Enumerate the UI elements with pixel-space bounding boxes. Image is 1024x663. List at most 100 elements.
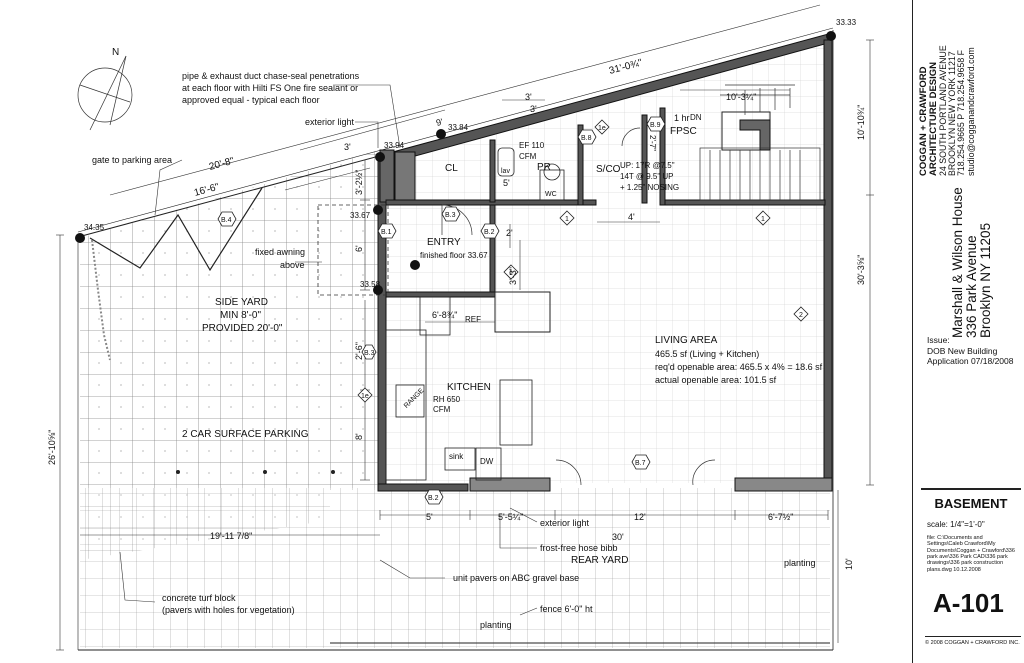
building-walls [377,32,833,492]
north-label: N [112,47,119,58]
dim-30: 30' [612,532,624,542]
dim-5-pr: 5' [503,178,510,188]
entry-label: ENTRY [427,237,461,248]
turf-note-2: (pavers with holes for vegetation) [162,605,295,615]
tag-b1: B.1 [381,229,392,236]
dim-12: 12' [634,512,646,522]
dim-6-8: 6'-8¾" [432,310,457,320]
dim-3-2: 3'-2½" [354,170,364,195]
dim-3-3: 3'-3" [508,267,518,285]
bath-fixtures [497,147,565,201]
file-path: C:\Documents and Settings\Caleb Crawford… [927,535,1015,573]
turf-note-1: concrete turf block [162,593,236,603]
leader-lines [119,84,538,616]
tag-b2: B.2 [484,229,495,236]
pipe-note-line-1: pipe & exhaust duct chase-seal penetrati… [182,71,360,81]
elevation-33-33: 33.33 [836,18,857,27]
pipe-note-line-3: approved equal - typical each floor [182,95,320,105]
finished-floor-label: finished floor 33.67 [420,251,488,260]
issue-label: Issue: [927,335,950,345]
kitchen-label: KITCHEN [447,382,491,393]
stair-down-label: DN [690,113,702,122]
side-yard-min: MIN 8'-0" [220,310,261,321]
dim-2-6: 2'-6" [354,342,364,360]
doors [441,127,716,486]
pavers-note: unit pavers on ABC gravel base [453,573,579,583]
sheet-number: A-101 [933,588,1004,618]
sink-label: sink [449,452,464,461]
actual-openable-area: actual openable area: 101.5 sf [655,375,777,385]
dim-8: 8' [354,433,364,440]
project-city: Brooklyn NY 11205 [978,222,994,338]
section-tags [217,116,666,505]
dim-3-top: 3' [525,92,532,102]
tag-b4: B.4 [221,217,232,224]
dim-20-8: 20'-8" [208,156,236,173]
issue-info: Issue: DOB New Building Application 07/1… [927,335,1014,367]
refrigerator-label: REF [465,315,481,324]
tag-1-b: 1 [761,216,765,223]
parking-label: 2 CAR SURFACE PARKING [182,429,309,440]
file-info: file: C:\Documents and Settings\Caleb Cr… [927,535,1017,573]
project-street: 336 Park Avenue [964,235,980,338]
copyright: © 2008 COGGAN + CRAWFORD INC. [925,636,1021,646]
scale-label: scale: [927,520,948,529]
dim-6-entry: 6' [354,245,364,252]
living-area-label: LIVING AREA [655,335,718,346]
range-hood-note-1: RH 650 [433,395,461,404]
dim-5-rear: 5' [426,512,433,522]
scale-value: 1/4"=1'-0" [950,520,985,529]
tag-b7: B.7 [635,460,646,467]
exterior-light-note: exterior light [305,117,355,127]
exterior-light-note-2: exterior light [540,518,590,528]
north-arrow [77,55,133,131]
project-name: Marshall & Wilson House 336 Park Avenue … [950,187,994,338]
tag-1e-a: 1e [361,393,369,400]
issue-line-1: DOB New Building [927,345,998,356]
gate-to-parking [89,187,263,272]
sheet-name: BASEMENT [921,488,1021,511]
title-block: COGGAN + CRAWFORD ARCHITECTURE DESIGN 24… [912,0,1024,663]
pipe-note-line-2: at each floor with Hilti FS One fire sea… [182,83,358,93]
elevation-33-84: 33.84 [448,123,469,132]
stair-note-2: 14T @ 9.5" UP [620,172,674,181]
tag-b2-rear: B.2 [428,495,439,502]
tag-b3: B.3 [445,212,456,219]
tag-1e-b: 1e [598,125,606,132]
stair [699,84,821,201]
dim-30-3: 30'-3⅝" [856,255,866,285]
required-openable-area: req'd openable area: 465.5 x 4% = 18.6 s… [655,362,823,372]
powder-room-label: PR [537,162,551,173]
dim-6-7: 6'-7½" [768,512,793,522]
gate-hatch [91,239,111,361]
fpsc-rating: 1 hr [674,113,690,123]
firm-name: COGGAN + CRAWFORD ARCHITECTURE DESIGN [918,62,939,176]
planting-label-1: planting [784,558,816,568]
tag-1-c: 1 [509,270,513,277]
closet-label: CL [445,163,458,174]
elevation-33-67: 33.67 [350,211,371,220]
gate-note: gate to parking area [92,155,172,165]
elevation-33-58: 33.58 [360,280,381,289]
awning-note-2: above [280,260,305,270]
range-hood-note-2: CFM [433,405,451,414]
kitchen-fixtures [385,296,533,481]
dimension-lines [56,4,874,651]
diamond-tags [357,119,809,403]
fixed-awning-outline [317,204,389,296]
fpsc-label: FPSC [670,126,697,137]
dim-2-7: 2'-7" [648,135,657,151]
lav-label: lav [501,168,510,175]
dim-9: 9' [435,116,444,127]
dim-10-10: 10'-10¾" [856,105,866,140]
tag-b3-kitchen: B.3 [364,350,375,357]
living-area-sf: 465.5 sf (Living + Kitchen) [655,349,759,359]
rear-yard-label: REAR YARD [571,555,628,566]
file-label: file: [927,535,936,541]
awning-note-1: fixed awning [255,247,305,257]
interior-floor [383,38,830,483]
dim-26-10: 26'-10⅝" [47,430,57,465]
scale-info: scale: 1/4"=1'-0" [927,520,985,529]
hose-bibb-note: frost-free hose bibb [540,543,618,553]
dim-3-entry: 3' [344,142,351,152]
